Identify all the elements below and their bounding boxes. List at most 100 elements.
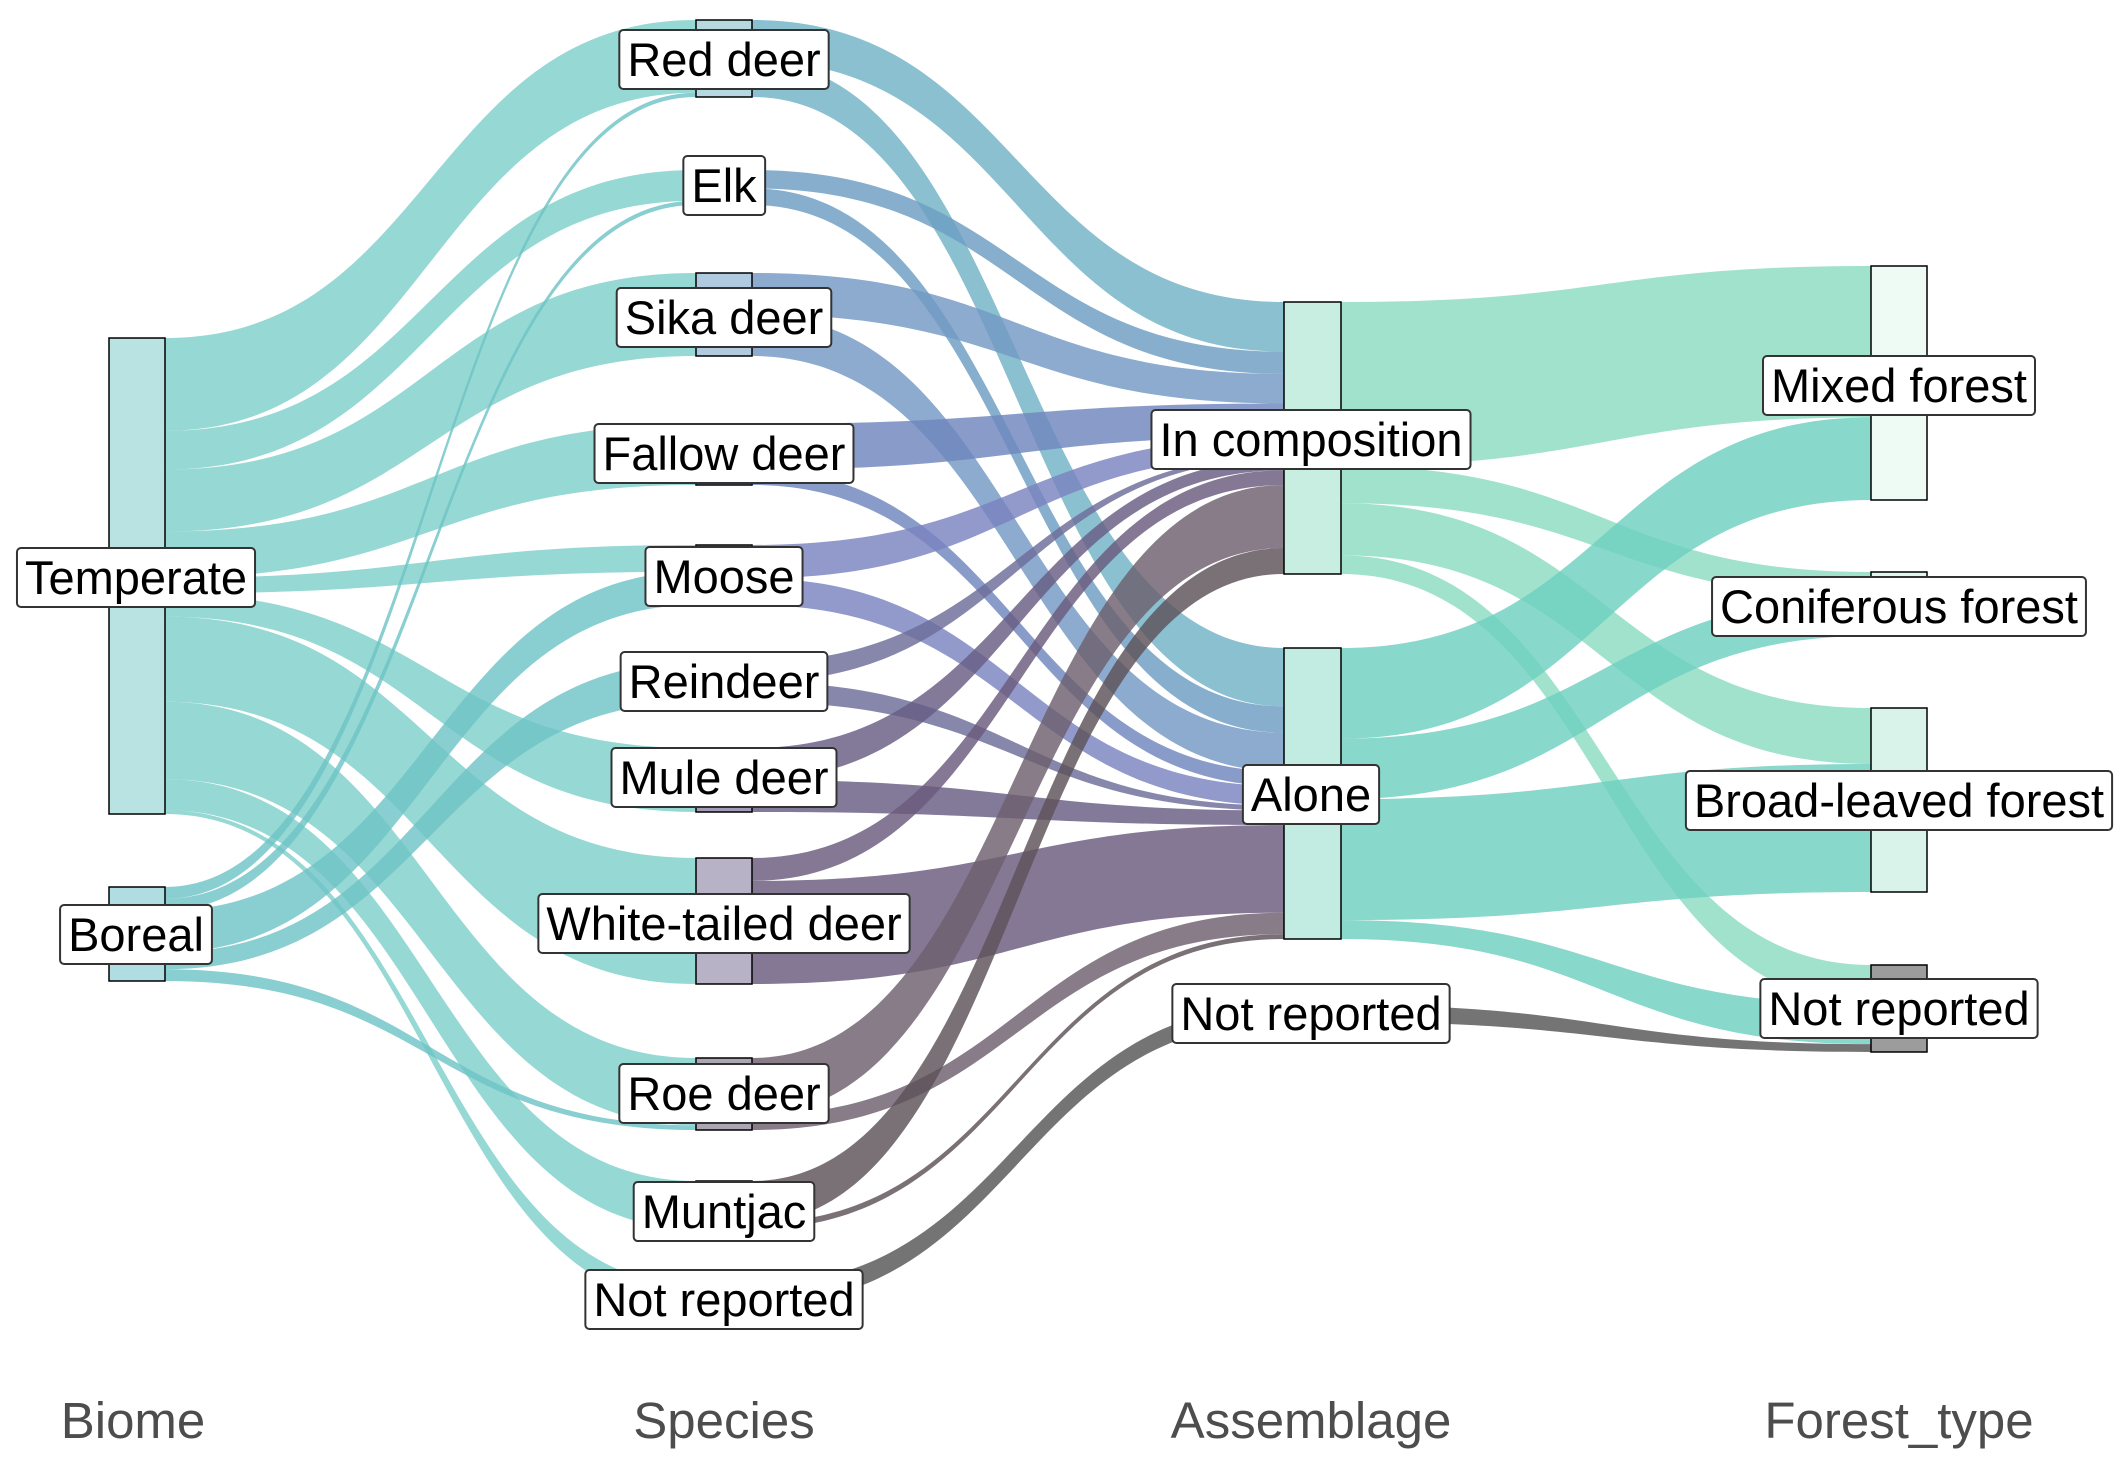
flow-biome-species-temperate-to-muntjac <box>165 779 696 1229</box>
flow-species-assemblage-reindeer-to-alone <box>752 682 1284 811</box>
axis-titles: Biome Species Assemblage Forest_type <box>61 1392 2034 1449</box>
node-label-species-red: Red deer <box>618 29 830 90</box>
flow-biome-species-temperate-to-sika <box>165 273 696 532</box>
flow-species-assemblage-elk-to-alone <box>752 188 1284 733</box>
flow-species-assemblage-mule-to-incomp <box>752 459 1284 780</box>
flow-assemblage-forest-incomp-to-nr <box>1341 555 1871 1005</box>
flow-biome-species-temperate-to-wtd <box>165 616 696 984</box>
node-label-species-roe: Roe deer <box>618 1063 830 1124</box>
node-label-text-species-mule: Mule deer <box>620 751 829 804</box>
node-label-text-species-elk: Elk <box>691 159 757 212</box>
flow-species-assemblage-fallow-to-alone <box>752 469 1284 787</box>
node-label-text-species-red: Red deer <box>627 33 820 86</box>
flow-biome-species-temperate-to-moose <box>165 545 696 594</box>
node-label-biome-temperate: Temperate <box>15 547 257 608</box>
flow-species-assemblage-roe-to-incomp <box>752 485 1284 1116</box>
node-label-text-biome-temperate: Temperate <box>25 551 247 604</box>
flow-biome-species-boreal-to-moose <box>165 571 696 953</box>
flow-species-assemblage-wtd-to-incomp <box>752 470 1284 881</box>
flow-species-assemblage-moose-to-alone <box>752 578 1284 806</box>
node-label-text-species-roe: Roe deer <box>627 1067 820 1120</box>
node-label-species-nr: Not reported <box>584 1269 864 1330</box>
flow-assemblage-forest-alone-to-nr <box>1341 920 1871 1045</box>
flow-species-assemblage-nr-to-nr <box>752 1005 1284 1305</box>
flow-biome-species-temperate-to-elk <box>165 170 696 470</box>
flow-species-assemblage-moose-to-incomp <box>752 436 1284 579</box>
flows-layer <box>165 20 1871 1305</box>
node-label-text-assemblage-alone: Alone <box>1251 768 1371 821</box>
node-label-forest-conif: Coniferous forest <box>1711 576 2087 637</box>
flow-species-assemblage-reindeer-to-incomp <box>752 455 1284 682</box>
node-label-species-reindeer: Reindeer <box>619 651 829 712</box>
flow-biome-species-temperate-to-red <box>165 20 696 431</box>
node-label-species-sika: Sika deer <box>615 287 833 348</box>
flow-species-assemblage-sika-to-incomp <box>752 273 1284 404</box>
node-label-text-species-reindeer: Reindeer <box>629 655 820 708</box>
node-label-forest-nr: Not reported <box>1759 978 2039 1039</box>
node-label-text-assemblage-nr: Not reported <box>1180 987 1441 1040</box>
node-label-text-forest-nr: Not reported <box>1768 982 2029 1035</box>
node-label-text-species-sika: Sika deer <box>625 291 824 344</box>
flow-biome-species-boreal-to-elk <box>165 200 696 911</box>
flow-biome-species-temperate-to-fallow <box>165 424 696 578</box>
node-label-forest-broad: Broad-leaved forest <box>1684 770 2114 831</box>
flow-species-assemblage-red-to-incomp <box>752 20 1284 352</box>
flow-biome-species-boreal-to-reindeer <box>165 662 696 970</box>
node-label-text-biome-boreal: Boreal <box>68 908 204 961</box>
flow-species-assemblage-elk-to-incomp <box>752 170 1284 374</box>
node-label-species-moose: Moose <box>644 546 804 607</box>
flow-species-assemblage-roe-to-alone <box>752 912 1284 1130</box>
node-label-text-forest-broad: Broad-leaved forest <box>1694 774 2104 827</box>
node-label-species-elk: Elk <box>682 155 767 216</box>
node-label-assemblage-nr: Not reported <box>1171 983 1451 1044</box>
flow-species-assemblage-muntjac-to-alone <box>752 934 1284 1229</box>
node-label-box-forest-conif <box>1711 576 2087 637</box>
node-label-box-species-wtd <box>537 893 911 954</box>
node-label-box-species-nr <box>584 1269 864 1330</box>
node-label-text-species-wtd: White-tailed deer <box>546 897 901 950</box>
flow-biome-species-temperate-to-mule <box>165 593 696 812</box>
axis-title-species: Species <box>633 1392 814 1449</box>
node-label-box-forest-mixed <box>1762 355 2036 416</box>
flow-assemblage-forest-alone-to-conif <box>1341 596 1871 800</box>
node-label-species-wtd: White-tailed deer <box>537 893 911 954</box>
node-label-species-muntjac: Muntjac <box>632 1181 816 1242</box>
node-label-text-forest-conif: Coniferous forest <box>1720 580 2078 633</box>
node-label-box-biome-boreal <box>59 904 213 965</box>
node-label-species-fallow: Fallow deer <box>593 423 855 484</box>
flow-species-assemblage-red-to-alone <box>752 60 1284 707</box>
node-label-text-species-muntjac: Muntjac <box>642 1185 807 1238</box>
node-label-text-forest-mixed: Mixed forest <box>1771 359 2027 412</box>
flow-assemblage-forest-incomp-to-broad <box>1341 503 1871 764</box>
axis-title-assemblage: Assemblage <box>1171 1392 1452 1449</box>
node-label-box-species-muntjac <box>632 1181 816 1242</box>
node-label-box-species-roe <box>618 1063 830 1124</box>
node-label-box-species-sika <box>615 287 833 348</box>
node-label-box-species-elk <box>682 155 767 216</box>
node-label-box-biome-temperate <box>15 547 257 608</box>
node-label-box-species-reindeer <box>619 651 829 712</box>
flow-species-assemblage-sika-to-alone <box>752 314 1284 772</box>
node-label-box-forest-nr <box>1759 978 2039 1039</box>
node-label-forest-mixed: Mixed forest <box>1762 355 2036 416</box>
flow-assemblage-forest-nr-to-nr <box>1341 1005 1871 1052</box>
flow-biome-species-boreal-to-red <box>165 92 696 899</box>
axis-title-biome: Biome <box>61 1392 206 1449</box>
node-label-text-species-moose: Moose <box>653 550 794 603</box>
node-label-biome-boreal: Boreal <box>59 904 213 965</box>
node-label-species-mule: Mule deer <box>610 747 838 808</box>
node-label-box-assemblage-nr <box>1171 983 1451 1044</box>
flow-biome-species-temperate-to-nr <box>165 810 696 1305</box>
axis-title-forest-type: Forest_type <box>1764 1392 2033 1449</box>
node-label-box-assemblage-alone <box>1241 764 1381 825</box>
node-label-assemblage-alone: Alone <box>1241 764 1381 825</box>
node-label-text-assemblage-incomp: In composition <box>1159 413 1462 466</box>
flow-assemblage-forest-incomp-to-conif <box>1341 465 1871 597</box>
flow-biome-species-boreal-to-roe <box>165 969 696 1130</box>
node-label-box-species-mule <box>610 747 838 808</box>
node-label-assemblage-incomp: In composition <box>1150 409 1472 470</box>
node-label-box-assemblage-incomp <box>1150 409 1472 470</box>
node-label-box-species-moose <box>644 546 804 607</box>
